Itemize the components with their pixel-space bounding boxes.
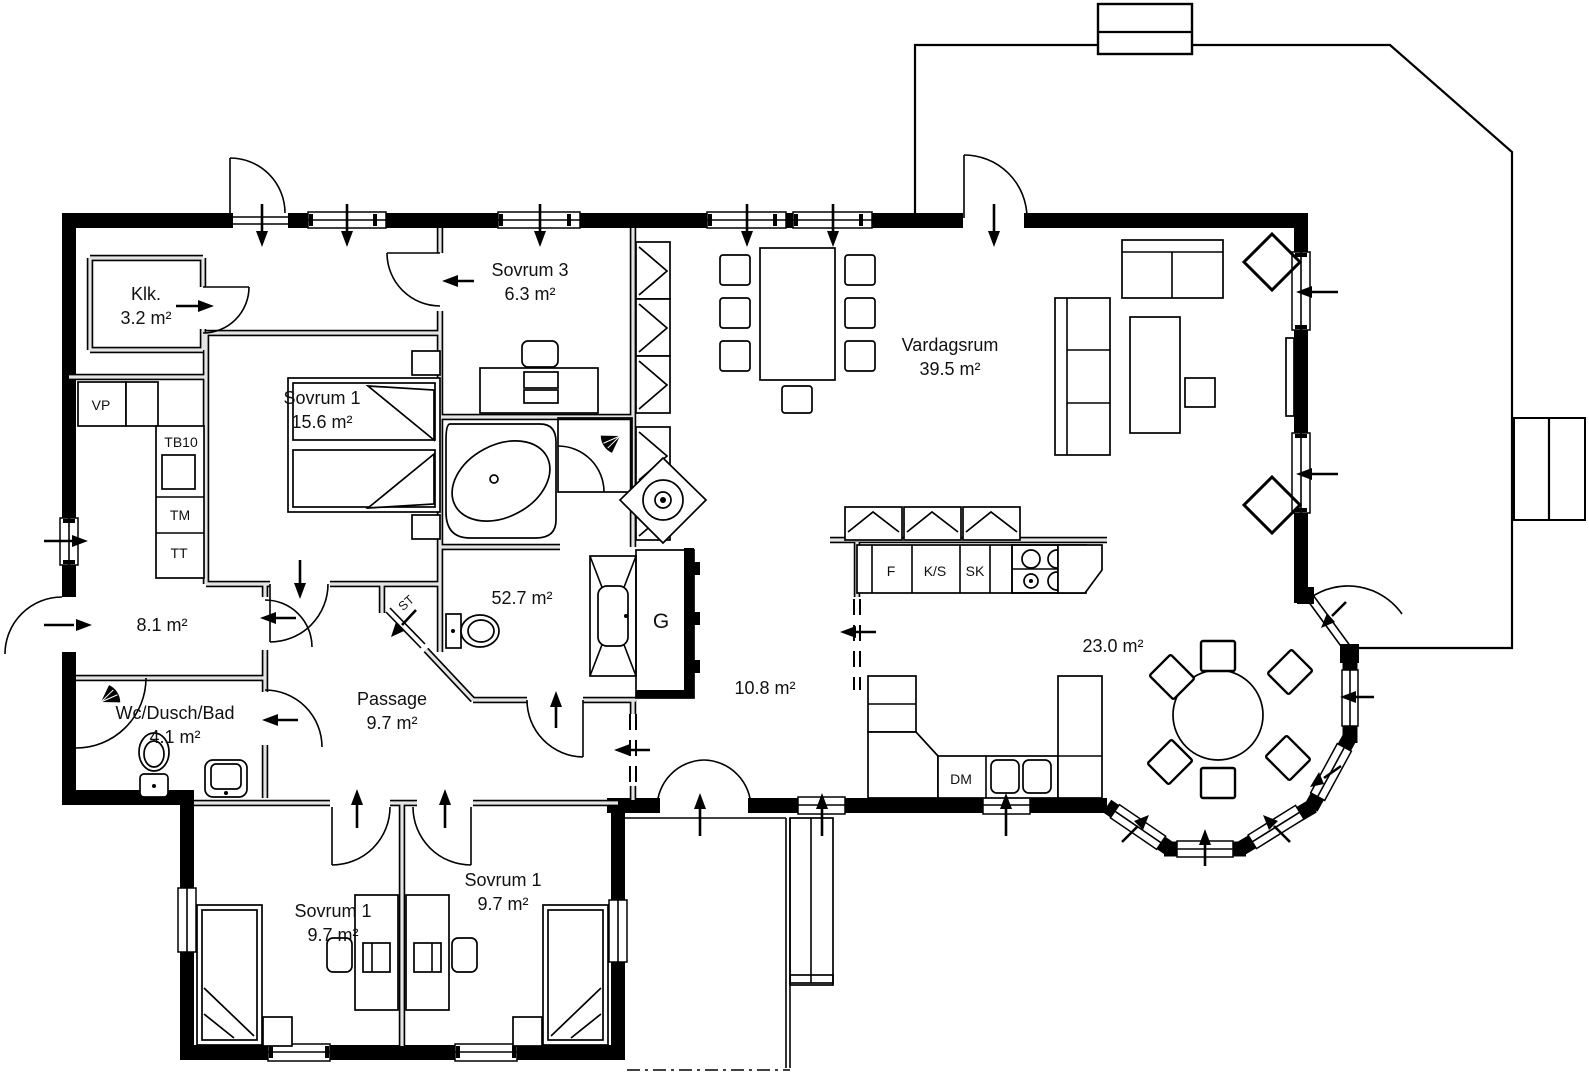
room-area-klk: 3.2 m² [120, 308, 171, 328]
window [608, 899, 628, 963]
direction-arrows [44, 204, 1374, 866]
desk [479, 340, 599, 414]
room-area-sovrum1-master: 15.6 m² [291, 412, 352, 432]
g-closet [635, 548, 700, 699]
desk-right [405, 894, 478, 1011]
room-area-entry: 8.1 m² [136, 615, 187, 635]
room-area-sovrum1-left: 9.7 m² [307, 925, 358, 945]
deck-outline [625, 817, 834, 1071]
room-area-sovrum1-right: 9.7 m² [477, 894, 528, 914]
door-openarea-passage [526, 699, 584, 758]
toilet [445, 613, 500, 649]
shower [557, 417, 633, 493]
door-bedroom-left [331, 806, 391, 866]
sideboard-cabinets [844, 506, 1021, 541]
kitchen-sink-icon [990, 759, 1052, 794]
plant-diamond-icon [1241, 231, 1303, 536]
door-bedroom-right [412, 806, 472, 866]
room-label-vardagsrum: Vardagsrum [902, 335, 999, 355]
room-label-sovrum3: Sovrum 3 [491, 260, 568, 280]
dining-table-rect [719, 247, 876, 414]
sofa-vertical [1054, 297, 1111, 456]
fixture-label-tm: TM [170, 507, 190, 523]
entrance-door-top [228, 157, 293, 229]
room-label-wc: Wc/Dusch/Bad [115, 703, 234, 723]
room-label-sovrum1-master: Sovrum 1 [283, 388, 360, 408]
fixture-label-f: F [887, 563, 896, 579]
room-area-wc: 4.1 m² [149, 727, 200, 747]
door-entry-passage [264, 599, 313, 648]
window [267, 1043, 331, 1062]
wood-stove-icon [618, 456, 708, 545]
heat-pump-cabinet [77, 381, 205, 579]
room-area-matplats: 23.0 m² [1082, 636, 1143, 656]
interior-doors [202, 252, 584, 866]
desk-left [326, 894, 399, 1011]
labels: Klk. 3.2 m² VP TB10 TM TT Sovrum 1 15.6 … [92, 260, 1144, 945]
washbasin [204, 759, 248, 798]
bathtub-corner [445, 423, 557, 539]
room-area-inner-hall: 10.8 m² [734, 678, 795, 698]
bay-patio-door [1307, 585, 1403, 654]
fixture-label-g: G [653, 610, 669, 633]
shower-head-icon [600, 435, 621, 453]
window [454, 1043, 518, 1062]
fixture-label-dm: DM [950, 771, 972, 787]
wc-toilet [138, 732, 170, 798]
coffee-table [1129, 316, 1216, 434]
single-bed-left [196, 904, 293, 1047]
fixture-label-sk: SK [966, 563, 985, 579]
fixture-label-tt: TT [170, 545, 188, 561]
room-label-sovrum1-left: Sovrum 1 [294, 901, 371, 921]
kitchen-lower-counter [867, 675, 1103, 799]
door-sovrum1-master [269, 583, 329, 643]
patio-outline [913, 2, 1586, 650]
single-bed-right [512, 904, 609, 1047]
room-label-sovrum1-right: Sovrum 1 [464, 870, 541, 890]
door-st-closet [385, 607, 426, 649]
tv-on-wall [1285, 337, 1295, 417]
window [177, 887, 197, 953]
room-area-passage: 9.7 m² [366, 713, 417, 733]
furniture [75, 231, 1313, 1047]
sofa-horizontal [1121, 239, 1224, 299]
room-area-open: 52.7 m² [491, 588, 552, 608]
door-sovrum3 [386, 252, 441, 307]
fixture-label-ks: K/S [924, 563, 947, 579]
fireplace [589, 555, 637, 677]
door-klk [202, 286, 250, 334]
room-area-vardagsrum: 39.5 m² [919, 359, 980, 379]
shower-head-icon [100, 685, 121, 703]
door-wc [264, 689, 323, 748]
room-label-passage: Passage [357, 689, 427, 709]
fixture-label-vp: VP [92, 397, 111, 413]
round-dining-set [1147, 639, 1313, 800]
wc-shower [75, 677, 147, 749]
double-bed [287, 350, 441, 540]
kitchen-counter [856, 544, 1103, 594]
island-counter [1057, 544, 1103, 594]
room-area-sovrum3: 6.3 m² [504, 284, 555, 304]
fixture-label-tb10: TB10 [164, 434, 198, 450]
room-label-klk: Klk. [131, 284, 161, 304]
